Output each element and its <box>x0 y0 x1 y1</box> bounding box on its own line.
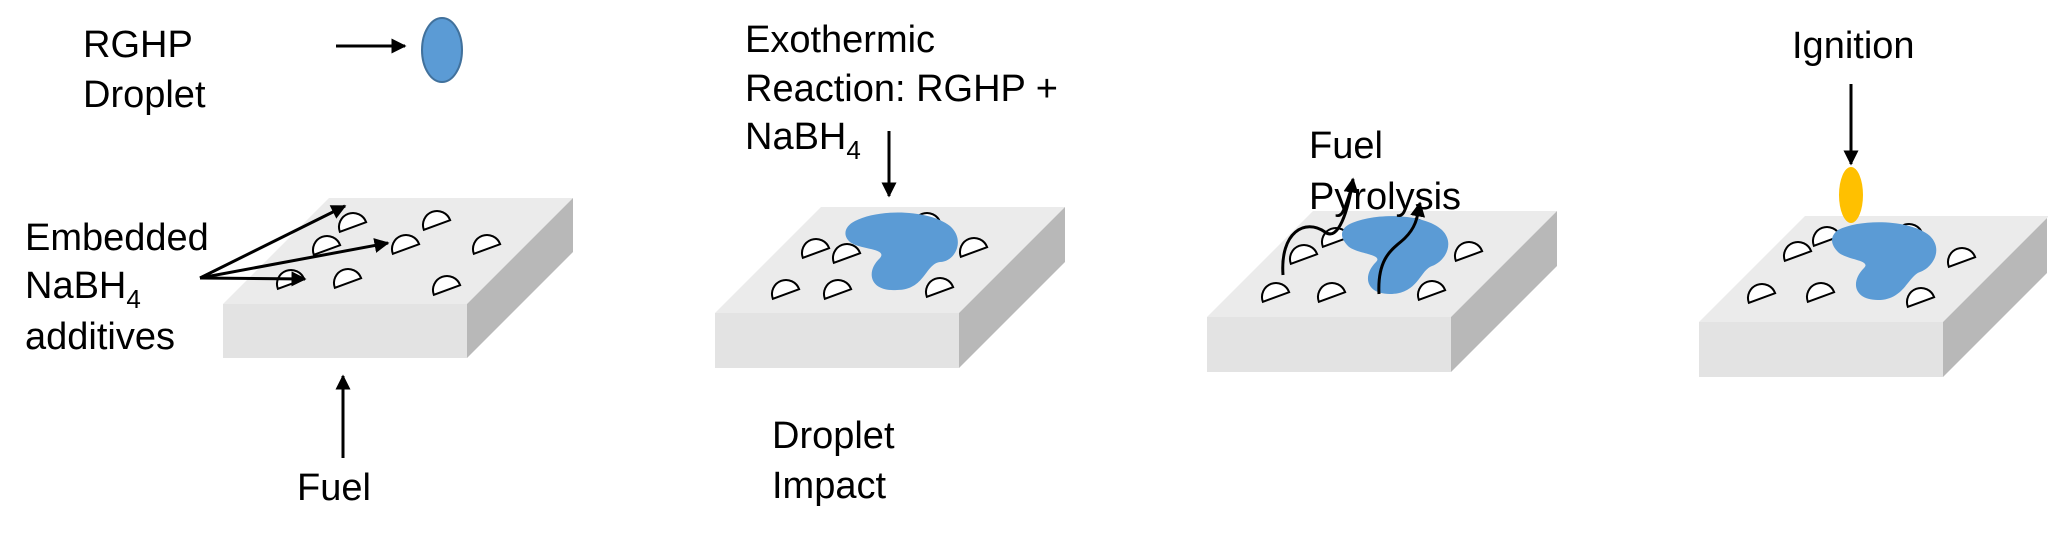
embedded-additives-label-line3: additives <box>25 316 175 358</box>
flame-icon <box>1839 167 1863 223</box>
slab-2-front <box>715 313 959 368</box>
fuel-pyrolysis-label-line2: Pyrolysis <box>1309 176 1461 218</box>
rghp-droplet-label: RGHP <box>83 24 193 66</box>
slab-1-side <box>467 198 573 358</box>
droplet-impact-label-line2: Impact <box>772 465 886 507</box>
droplet-impact-label: Droplet <box>772 415 895 457</box>
slab-3-side <box>1451 211 1557 372</box>
droplet-splash-4 <box>1832 222 1937 300</box>
reaction-label-line2: Reaction: RGHP + <box>745 68 1058 110</box>
additive-pointer-arrows <box>199 204 390 287</box>
pyrolysis-gas-arrow-left <box>1281 177 1359 276</box>
slab-1-front <box>223 304 467 358</box>
reaction-label: Exothermic <box>745 19 935 61</box>
embedded-additives-label: Embedded <box>25 217 209 259</box>
ignition-label: Ignition <box>1792 25 1915 67</box>
rghp-droplet-label-line2: Droplet <box>83 74 206 116</box>
slab-4-front <box>1699 322 1943 377</box>
additive-particles-2 <box>771 212 989 301</box>
slab-3-front <box>1207 317 1451 372</box>
slab-4-side <box>1943 218 2047 377</box>
slab-2-side <box>959 207 1065 368</box>
rghp-droplet-icon <box>421 17 463 83</box>
stage-3-fuel-pyrolysis <box>1207 177 1557 372</box>
fuel-pyrolysis-label: Fuel <box>1309 125 1383 167</box>
reaction-label-line3: NaBH4 <box>745 116 861 165</box>
droplet-splash-3 <box>1342 216 1449 294</box>
embedded-additives-label-line2: NaBH4 <box>25 265 141 314</box>
stage-4-ignition <box>1699 84 2048 377</box>
droplet-splash-2 <box>845 212 958 291</box>
fuel-label: Fuel <box>297 467 371 509</box>
pyrolysis-gas-arrow-right <box>1377 201 1426 295</box>
stage-2-droplet-impact <box>715 207 1065 368</box>
additive-particles-4 <box>1747 223 1977 309</box>
additive-particles-1 <box>276 210 502 297</box>
